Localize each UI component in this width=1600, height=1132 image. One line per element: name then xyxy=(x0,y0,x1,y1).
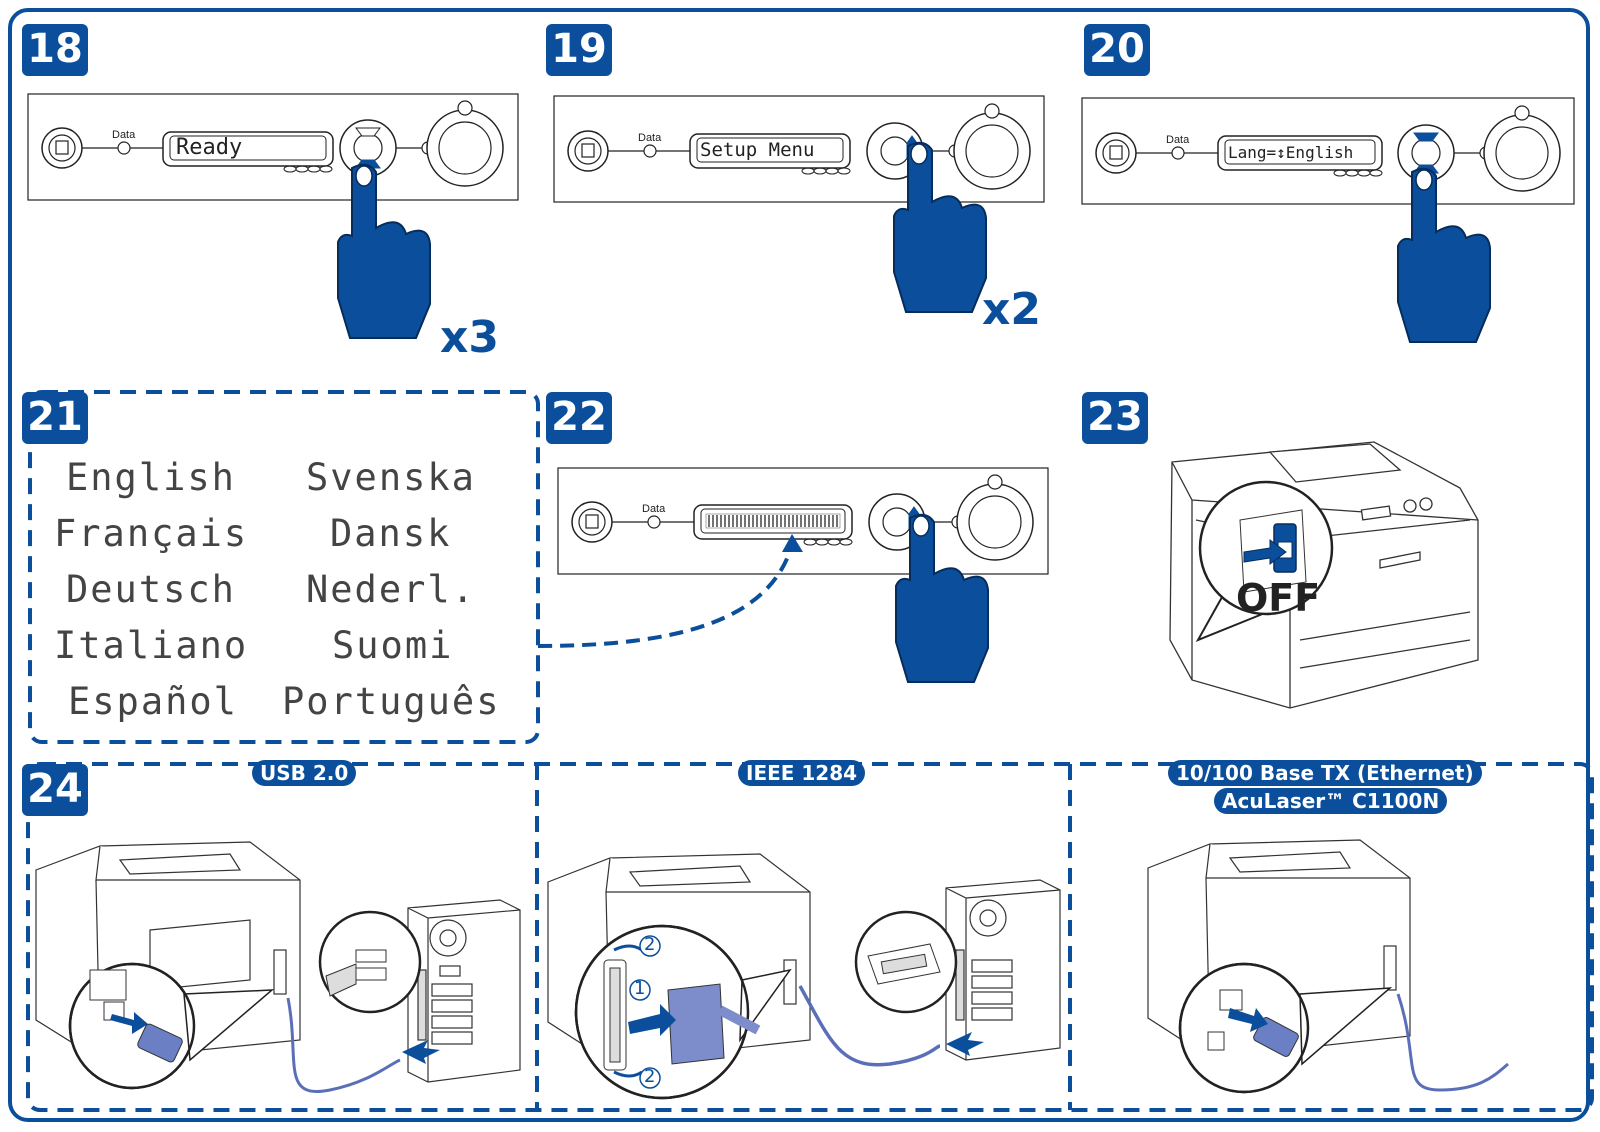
language-option: Dansk xyxy=(330,512,452,555)
control-panel-18 xyxy=(27,93,519,201)
repeat-count-19: x2 xyxy=(982,284,1041,335)
pointing-hand-20 xyxy=(1397,167,1491,343)
language-option: Suomi xyxy=(332,624,454,667)
language-option: Español xyxy=(68,680,238,723)
parallel-computer-tower xyxy=(945,879,1061,1061)
power-off-label: OFF xyxy=(1236,576,1321,620)
language-list-box xyxy=(28,390,540,744)
arrow-head xyxy=(782,534,803,552)
language-option: Nederl. xyxy=(306,568,476,611)
zoom-callout-power-switch xyxy=(1195,480,1334,642)
step-badge-18: 18 xyxy=(22,24,88,76)
step-badge-22: 22 xyxy=(546,392,612,444)
usb-computer-tower xyxy=(407,899,521,1083)
lcd-display-18: Ready xyxy=(176,135,243,160)
outer-frame xyxy=(8,8,1590,1122)
control-panel-20 xyxy=(1081,97,1575,205)
substep-number: 2 xyxy=(644,934,656,955)
parallel-zoom-callouts xyxy=(574,910,984,1100)
language-option: Svenska xyxy=(306,456,476,499)
pointing-hand-22 xyxy=(895,513,989,683)
step-badge-23: 23 xyxy=(1082,392,1148,444)
language-option: Français xyxy=(54,512,249,555)
lcd-display-19: Setup Menu xyxy=(700,139,815,161)
ethernet-cable xyxy=(1396,993,1509,1092)
step-badge-20: 20 xyxy=(1084,24,1150,76)
usb-label: USB 2.0 xyxy=(252,760,357,786)
pointing-hand-19 xyxy=(893,141,987,313)
pointing-hand-18 xyxy=(337,163,431,339)
model-label: AcuLaser™ C1100N xyxy=(1214,788,1448,814)
data-label-19: Data xyxy=(638,132,662,144)
substep-number: 1 xyxy=(634,978,646,999)
language-option: Italiano xyxy=(54,624,249,667)
data-label-22: Data xyxy=(642,503,666,515)
ethernet-zoom-callout xyxy=(1178,962,1393,1094)
dashed-connector-arrow xyxy=(537,544,794,648)
control-panel-22 xyxy=(557,467,1049,575)
usb-zoom-callouts xyxy=(68,910,440,1090)
substep-number: 2 xyxy=(644,1066,656,1087)
step-badge-24: 24 xyxy=(22,764,88,816)
data-label-18: Data xyxy=(112,129,136,141)
step-badge-21: 21 xyxy=(22,392,88,444)
language-option: Deutsch xyxy=(66,568,236,611)
language-option: Português xyxy=(282,680,501,723)
ieee1284-label: IEEE 1284 xyxy=(738,760,866,786)
step-badge-19: 19 xyxy=(546,24,612,76)
parallel-cable xyxy=(798,985,941,1067)
data-label-20: Data xyxy=(1166,134,1190,146)
usb-cable xyxy=(286,997,401,1093)
ethernet-label: 10/100 Base TX (Ethernet) xyxy=(1168,760,1482,786)
lcd-display-20: Lang=↕English xyxy=(1228,143,1354,162)
repeat-count-18: x3 xyxy=(440,312,499,363)
language-option: English xyxy=(66,456,236,499)
